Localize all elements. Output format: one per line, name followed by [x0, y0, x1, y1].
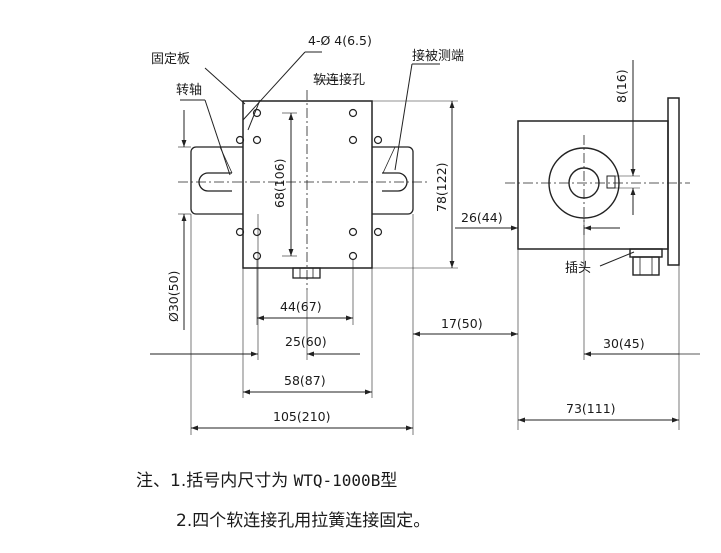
right-shaft: [372, 146, 414, 215]
label-measured-end: 接被测端: [412, 48, 464, 64]
dim-17-50: 17(50): [441, 316, 483, 331]
note-line-1: 注、1.括号内尺寸为 WTQ-1000B型: [136, 466, 397, 491]
label-holes: 4-Ø 4(6.5): [308, 33, 372, 48]
dim-78-122: 78(122): [434, 162, 449, 212]
mounting-holes: [235, 108, 383, 261]
note-line-1-model: WTQ-1000B: [293, 471, 381, 490]
label-soft-hole: 软连接孔: [313, 72, 365, 88]
note-line-1-prefix: 注、1.括号内尺寸为: [136, 471, 294, 491]
label-fixed-plate: 固定板: [151, 52, 190, 67]
side-flange: [667, 97, 680, 266]
side-body: [517, 120, 669, 250]
side-plug: [629, 248, 663, 276]
dim-105-210: 105(210): [273, 409, 330, 424]
dim-30-45: 30(45): [603, 336, 645, 351]
dim-73-111: 73(111): [566, 401, 616, 416]
label-shaft: 转轴: [176, 83, 202, 98]
label-plug: 插头: [565, 261, 591, 276]
dim-30-50: Ø30(50): [166, 271, 181, 322]
front-view: [178, 90, 430, 290]
front-body: [242, 100, 373, 269]
side-view: [505, 97, 690, 276]
note-line-1-suffix: 型: [380, 471, 398, 491]
dim-26-44: 26(44): [461, 210, 503, 225]
note-line-2: 2.四个软连接孔用拉簧连接固定。: [176, 511, 431, 531]
dim-68-106: 68(106): [272, 158, 287, 208]
left-shaft: [190, 146, 243, 215]
dim-8-16: 8(16): [614, 69, 629, 103]
dim-25-60: 25(60): [285, 334, 327, 349]
dim-58-87: 58(87): [284, 373, 326, 388]
front-bottom-plug: [292, 267, 321, 279]
dim-44-67: 44(67): [280, 299, 322, 314]
